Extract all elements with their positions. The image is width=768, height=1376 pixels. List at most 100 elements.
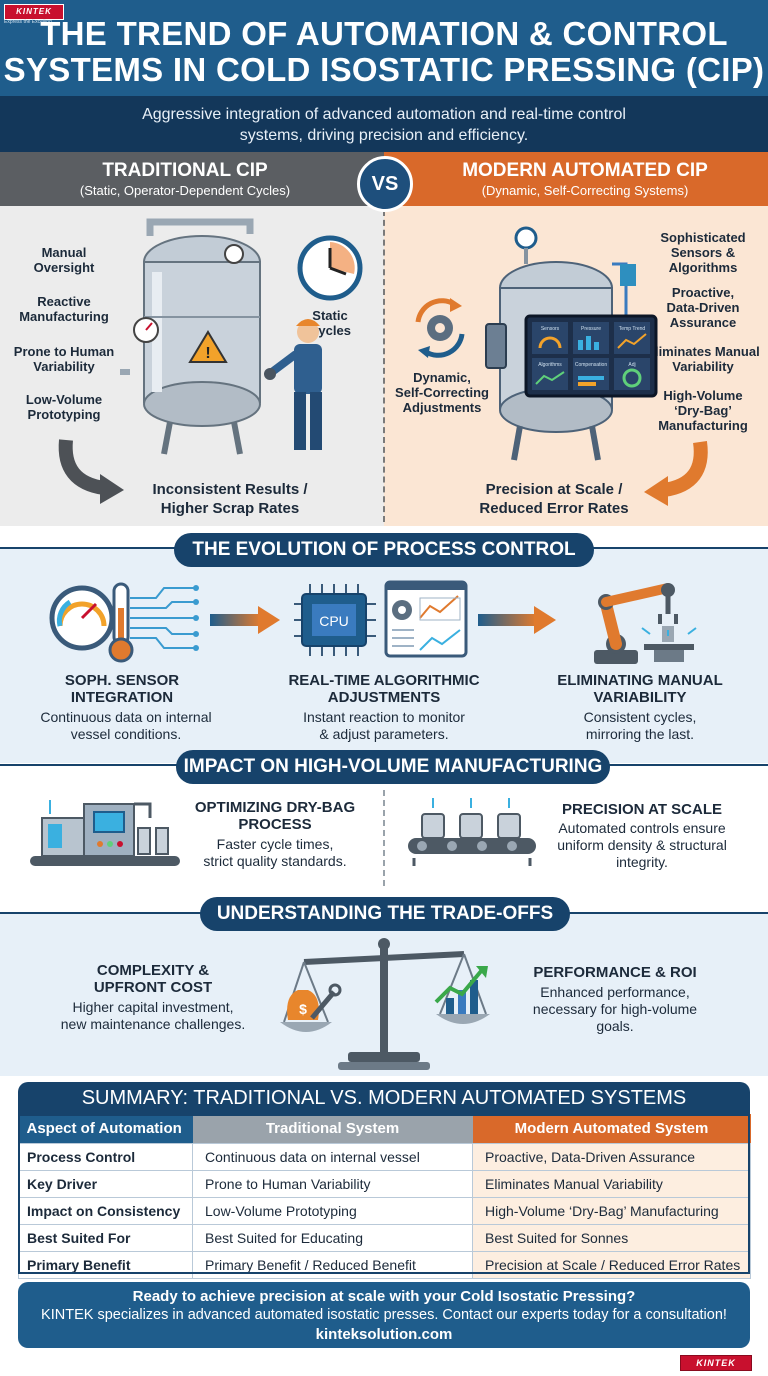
screen-label: Adj [628,362,635,368]
table-row: Impact on Consistency Low-Volume Prototy… [18,1197,751,1225]
desc-line: vessel conditions. [70,726,182,742]
pipe [146,218,254,236]
label-line: Algorithms [668,260,738,275]
traditional-result: Inconsistent Results / Higher Scrap Rate… [120,480,340,518]
table-row: Key Driver Prone to Human Variability El… [18,1170,751,1198]
operator-head [297,321,319,343]
title-line: VARIABILITY [593,689,687,706]
desc-line: Consistent cycles, [583,709,697,725]
page-title: THE TREND OF AUTOMATION & CONTROL SYSTEM… [0,16,768,88]
impact-2-title: PRECISION AT SCALE [561,801,722,818]
svg-text:$: $ [299,1001,307,1017]
traditional-label-human-variability: Prone to Human Variability [6,344,122,374]
modern-label-proactive: Proactive, Data-Driven Assurance [650,285,756,330]
header-modern: Modern Automated System [472,1114,751,1144]
sensor-icon [620,264,636,286]
cpu-monitor-icon: CPU [294,580,468,658]
tradeoff-right-title: PERFORMANCE & ROI [533,964,697,981]
table-cell: Proactive, Data-Driven Assurance [472,1143,751,1171]
balance-scale-icon: $ [280,938,490,1070]
operator-leg [310,392,322,450]
impact-1-title: OPTIMIZING DRY-BAG PROCESS [180,799,370,833]
step-2-desc: Instant reaction to monitor & adjust par… [280,709,488,743]
result-line: Precision at Scale / [485,481,623,498]
screen-label: Temp Trend [619,326,646,332]
step-2-title: REAL-TIME ALGORITHMIC ADJUSTMENTS [270,672,498,706]
modern-header [384,152,768,206]
table-cell: Eliminates Manual Variability [472,1170,751,1198]
desc-line: integrity. [616,854,668,870]
static-cycles-label: Static Cycles [300,308,360,338]
table-cell: Primary Benefit [18,1251,193,1279]
cta-box [18,1282,750,1348]
modern-label-sensors: Sophisticated Sensors & Algorithms [648,230,758,275]
table-cell: Precision at Scale / Reduced Error Rates [472,1251,751,1279]
screen-label: Algorithms [538,362,562,368]
header-bar [0,0,768,96]
vessel-bottom [143,381,261,427]
title-line: ADJUSTMENTS [327,689,441,706]
cta-website-link[interactable]: kinteksolution.com [315,1326,453,1343]
label-line: Adjustments [402,400,482,415]
tradeoff-right-desc: Enhanced performance, necessary for high… [520,984,710,1035]
modern-subtitle: (Dynamic, Self-Correcting Systems) [481,183,689,198]
kintek-footer-logo[interactable]: KINTEK [680,1355,752,1371]
operator-leg [294,392,306,450]
desc-line: & adjust parameters. [319,726,449,742]
desc-line: Higher capital investment, [72,999,234,1015]
result-line: Inconsistent Results / [152,481,308,498]
dashboard-screen: Sensors Pressure Temp Trend Algorithms C… [524,314,658,398]
title-line: OPTIMIZING DRY-BAG [194,799,356,816]
desc-line: goals. [596,1018,634,1034]
label-line: High-Volume [663,388,743,403]
table-row: Best Suited For Best Suited for Educatin… [18,1224,751,1252]
label-line: Eliminates Manual [646,344,760,359]
title-line: REAL-TIME ALGORITHMIC [288,672,480,689]
title-line: INTEGRATION [70,689,174,706]
comparison-divider [383,210,385,522]
label-line: Variability [33,359,95,374]
screen-label: Sensors [541,326,560,332]
desc-line: strict quality standards. [203,853,347,869]
traditional-label-reactive: Reactive Manufacturing [10,294,118,324]
robot-arm-icon [594,583,697,664]
impact-1-desc: Faster cycle times, strict quality stand… [180,836,370,870]
cta-body: KINTEK specializes in advanced automated… [41,1307,727,1323]
label-line: Data-Driven [666,300,740,315]
warning-icon [188,330,228,363]
trend-arrow-icon [434,968,484,1004]
page-subtitle: Aggressive integration of advanced autom… [0,104,768,146]
desc-line: uniform density & structural [557,837,727,853]
operator-body [294,344,322,394]
label-line: ‘Dry-Bag’ [674,403,732,418]
table-header-row: Aspect of Automation Traditional System … [18,1114,751,1144]
kintek-logo[interactable]: KINTEK [4,4,64,20]
title-line-2: SYSTEMS IN COLD ISOSTATIC PRESSING (CIP) [3,51,765,88]
screen-label: Compensation [575,362,607,368]
label-line: Low-Volume [25,392,103,407]
table-cell: Best Suited for Sonnes [472,1224,751,1252]
label-line: Self-Correcting [395,385,489,400]
table-row: Primary Benefit Primary Benefit / Reduce… [18,1251,751,1279]
tradeoff-left-desc: Higher capital investment, new maintenan… [44,999,262,1033]
label-line: Sensors & [670,245,736,260]
curved-arrow-icon [644,441,708,506]
table-cell: High-Volume ‘Dry-Bag’ Manufacturing [472,1197,751,1225]
header-traditional: Traditional System [192,1114,473,1144]
hard-hat-icon [296,319,320,326]
result-line: Higher Scrap Rates [160,500,300,517]
traditional-label-prototyping: Low-Volume Prototyping [18,392,110,422]
desc-line: Faster cycle times, [216,836,334,852]
header-aspect: Aspect of Automation [18,1114,193,1144]
clock-icon [297,235,363,301]
traditional-header [0,152,384,206]
subtitle-bar [0,96,768,152]
subtitle-line-1: Aggressive integration of advanced autom… [142,106,626,123]
desc-line: Enhanced performance, [540,984,690,1000]
impact-section-title: IMPACT ON HIGH-VOLUME MANUFACTURING [176,750,610,784]
label-line: Dynamic, [413,370,471,385]
summary-title: SUMMARY: TRADITIONAL VS. MODERN AUTOMATE… [18,1082,750,1114]
label-line: Manufacturing [19,309,109,324]
subtitle-line-2: systems, driving precision and efficienc… [239,127,529,144]
label-line: Cycles [309,323,351,338]
